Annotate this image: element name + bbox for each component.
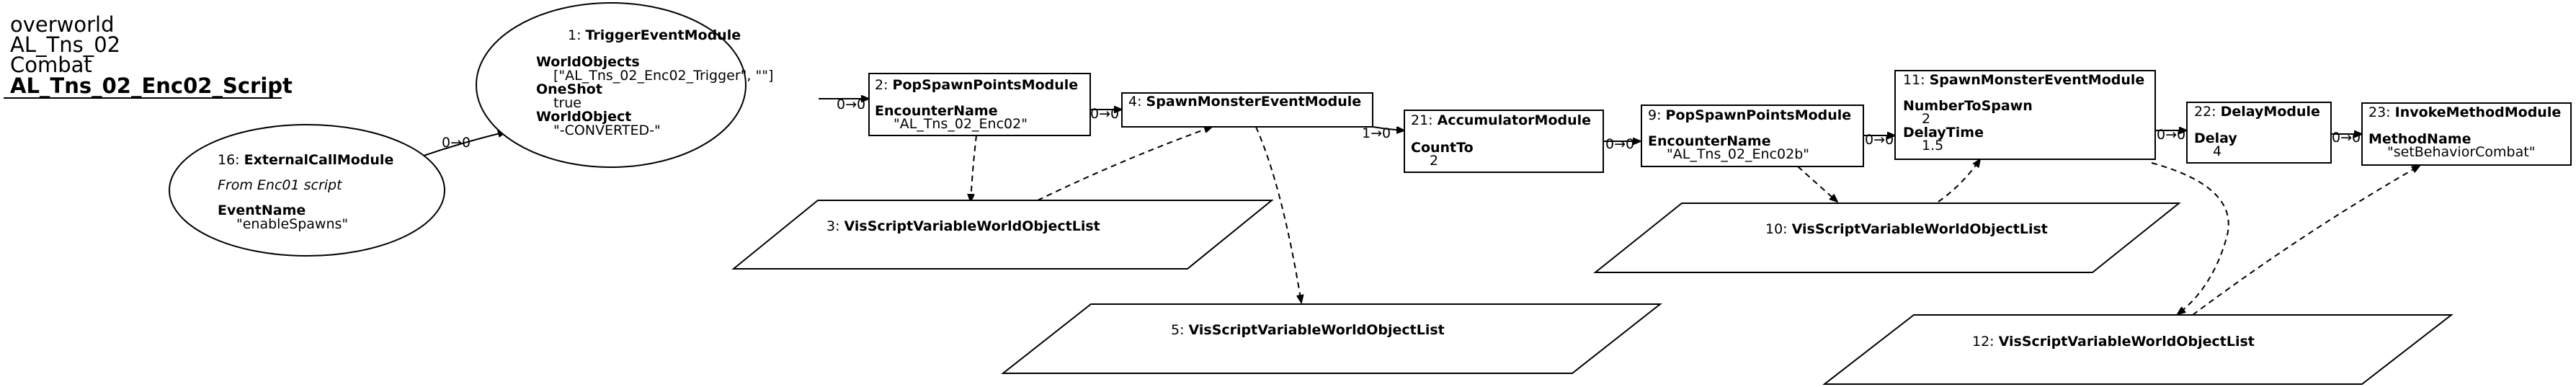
title-line-1: overworld [10, 12, 115, 37]
svg-text:OneShot: OneShot [536, 81, 602, 97]
var-link-4-5 [1255, 126, 1301, 303]
svg-text:"AL_Tns_02_Enc02": "AL_Tns_02_Enc02" [893, 116, 1028, 132]
node-22-delay-module[interactable]: 22: DelayModule Delay 4 [2186, 102, 2332, 164]
edge-16-1: 0→0 [421, 132, 506, 157]
svg-text:4: 4 [2213, 143, 2221, 159]
svg-text:2: 2 [1430, 153, 1438, 169]
edge-label: 0→0 [1865, 132, 1894, 148]
svg-text:WorldObject: WorldObject [536, 109, 631, 125]
edge-label: 0→0 [837, 97, 865, 112]
var-link-11-12 [2151, 162, 2229, 314]
svg-text:12: VisScriptVariableWorldObje: 12: VisScriptVariableWorldObjectList [1972, 334, 2255, 350]
node-3-vis-script-variable-world-object-list[interactable]: 3: VisScriptVariableWorldObjectList [731, 200, 1274, 270]
svg-text:DelayTime: DelayTime [1903, 125, 1984, 141]
edge-22-23: 0→0 [2331, 130, 2362, 146]
svg-text:EncounterName: EncounterName [1648, 133, 1771, 149]
svg-text:9: PopSpawnPointsModule: 9: PopSpawnPointsModule [1648, 107, 1851, 123]
edge-label: 0→0 [1605, 136, 1634, 152]
svg-text:11: SpawnMonsterEventModule: 11: SpawnMonsterEventModule [1903, 72, 2144, 88]
edge-2-4: 0→0 [1090, 106, 1122, 122]
node-10-vis-script-variable-world-object-list[interactable]: 10: VisScriptVariableWorldObjectList [1593, 203, 2181, 273]
svg-text:WorldObjects: WorldObjects [536, 54, 640, 70]
svg-text:CountTo: CountTo [1411, 140, 1474, 156]
node-1-trigger-event-module[interactable]: 1: TriggerEventModule WorldObjects ["AL_… [476, 2, 773, 168]
title-underline [4, 97, 282, 99]
svg-text:["AL_Tns_02_Enc02_Trigger", "": ["AL_Tns_02_Enc02_Trigger", ""] [553, 68, 773, 84]
node-21-accumulator-module[interactable]: 21: AccumulatorModule CountTo 2 [1404, 110, 1604, 173]
svg-text:EncounterName: EncounterName [875, 103, 998, 119]
svg-text:MethodName: MethodName [2368, 131, 2471, 147]
node-11-spawn-monster-event-module[interactable]: 11: SpawnMonsterEventModule NumberToSpaw… [1894, 70, 2156, 160]
svg-text:2: 2 [1922, 111, 1930, 127]
edge-label: 0→0 [442, 135, 471, 151]
edge-21-9: 0→0 [1603, 136, 1641, 152]
svg-text:3: VisScriptVariableWorldObjec: 3: VisScriptVariableWorldObjectList [826, 218, 1100, 234]
svg-text:"setBehaviorCombat": "setBehaviorCombat" [2387, 144, 2535, 160]
svg-text:EventName: EventName [218, 203, 306, 218]
node-12-vis-script-variable-world-object-list[interactable]: 12: VisScriptVariableWorldObjectList [1822, 314, 2454, 385]
node-4-spawn-monster-event-module[interactable]: 4: SpawnMonsterEventModule [1121, 92, 1373, 128]
svg-text:"enableSpawns": "enableSpawns" [236, 216, 348, 232]
node-9-pop-spawn-points-module[interactable]: 9: PopSpawnPointsModule EncounterName "A… [1641, 104, 1864, 167]
svg-text:10: VisScriptVariableWorldObje: 10: VisScriptVariableWorldObjectList [1765, 221, 2048, 237]
svg-text:5: VisScriptVariableWorldObjec: 5: VisScriptVariableWorldObjectList [1171, 322, 1445, 338]
var-link-10-11 [1938, 159, 1980, 203]
svg-text:"AL_Tns_02_Enc02b": "AL_Tns_02_Enc02b" [1667, 146, 1809, 162]
node-2-pop-spawn-points-module[interactable]: 2: PopSpawnPointsModule EncounterName "A… [868, 73, 1091, 136]
svg-text:1.5: 1.5 [1922, 138, 1943, 154]
node-23-invoke-method-module[interactable]: 23: InvokeMethodModule MethodName "setBe… [2361, 102, 2572, 166]
var-link-2-3 [971, 135, 977, 202]
edge-9-11: 0→0 [1863, 132, 1895, 148]
diagram-title: overworld AL_Tns_02 Combat AL_Tns_02_Enc… [10, 14, 293, 97]
svg-text:2: PopSpawnPointsModule: 2: PopSpawnPointsModule [875, 77, 1078, 93]
var-link-3-4 [1037, 127, 1212, 201]
svg-text:16: ExternalCallModule: 16: ExternalCallModule [218, 152, 393, 168]
svg-text:22: DelayModule: 22: DelayModule [2194, 104, 2320, 120]
edge-11-22: 0→0 [2155, 127, 2187, 143]
svg-text:23: InvokeMethodModule: 23: InvokeMethodModule [2368, 104, 2561, 120]
edge-label: 0→0 [2157, 127, 2185, 143]
node-note: From Enc01 script [218, 177, 343, 193]
edge-4-21: 1→0 [1362, 125, 1404, 141]
edge-1-2: 0→0 [819, 97, 869, 112]
edge-label: 0→0 [1090, 106, 1119, 122]
var-link-12-23 [2192, 166, 2420, 316]
svg-text:NumberToSpawn: NumberToSpawn [1903, 98, 2033, 114]
var-link-9-10 [1797, 166, 1837, 202]
svg-text:4: SpawnMonsterEventModule: 4: SpawnMonsterEventModule [1128, 94, 1361, 110]
svg-text:1: TriggerEventModule: 1: TriggerEventModule [568, 27, 741, 43]
node-16-external-call-module[interactable]: 16: ExternalCallModule From Enc01 script… [169, 124, 445, 257]
edge-label: 1→0 [1362, 125, 1391, 141]
svg-text:Delay: Delay [2194, 130, 2237, 146]
svg-text:21: AccumulatorModule: 21: AccumulatorModule [1411, 112, 1591, 128]
title-line-4: AL_Tns_02_Enc02_Script [10, 74, 293, 98]
title-line-3: Combat [10, 53, 92, 77]
svg-text:true: true [553, 95, 581, 111]
svg-text:"-CONVERTED-": "-CONVERTED-" [553, 123, 661, 138]
node-5-vis-script-variable-world-object-list[interactable]: 5: VisScriptVariableWorldObjectList [1001, 303, 1662, 374]
title-line-2: AL_Tns_02 [10, 32, 121, 57]
edge-label: 0→0 [2332, 130, 2361, 146]
